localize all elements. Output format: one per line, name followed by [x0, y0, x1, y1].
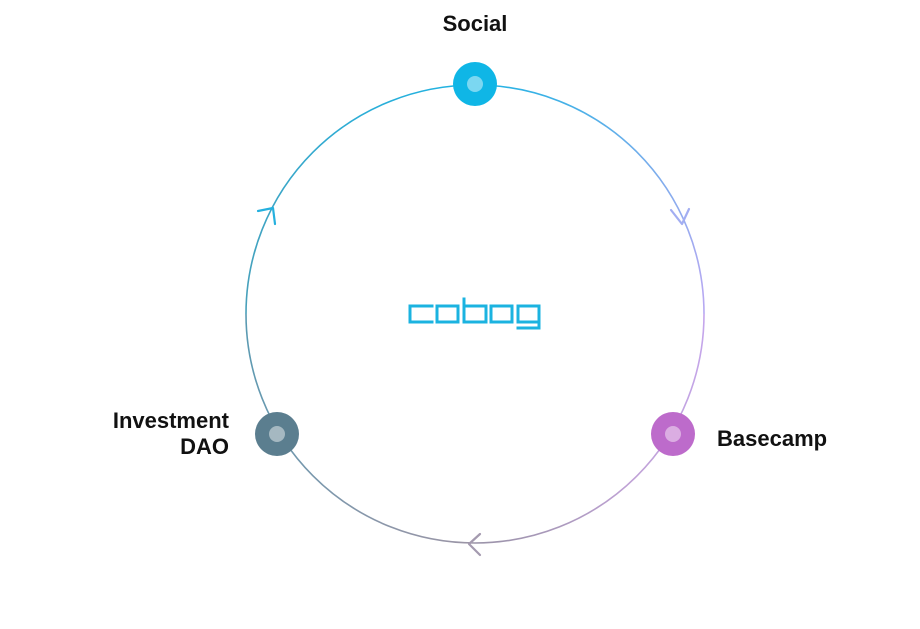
arrow-social-to-basecamp [669, 207, 691, 226]
node-investment-dao [255, 412, 299, 456]
investment-dao-label-line1: Investment [112, 408, 229, 433]
investment-dao-label: Investment DAO [40, 408, 229, 460]
social-label: Social [442, 11, 508, 36]
ring-arc-top-left [245, 84, 476, 315]
ring-arc-bottom-left [245, 313, 476, 544]
arrow-basecamp-to-dao [467, 532, 482, 557]
arrow-dao-to-social [256, 206, 277, 226]
node-basecamp [651, 412, 695, 456]
cobogo-logo [408, 297, 541, 330]
cycle-ring [245, 84, 705, 544]
ring-arc-top-right [474, 84, 705, 315]
ring-arc-bottom-right [474, 313, 705, 544]
investment-dao-label-line2: DAO [180, 434, 229, 459]
basecamp-label: Basecamp [717, 426, 828, 451]
node-social [453, 62, 497, 106]
